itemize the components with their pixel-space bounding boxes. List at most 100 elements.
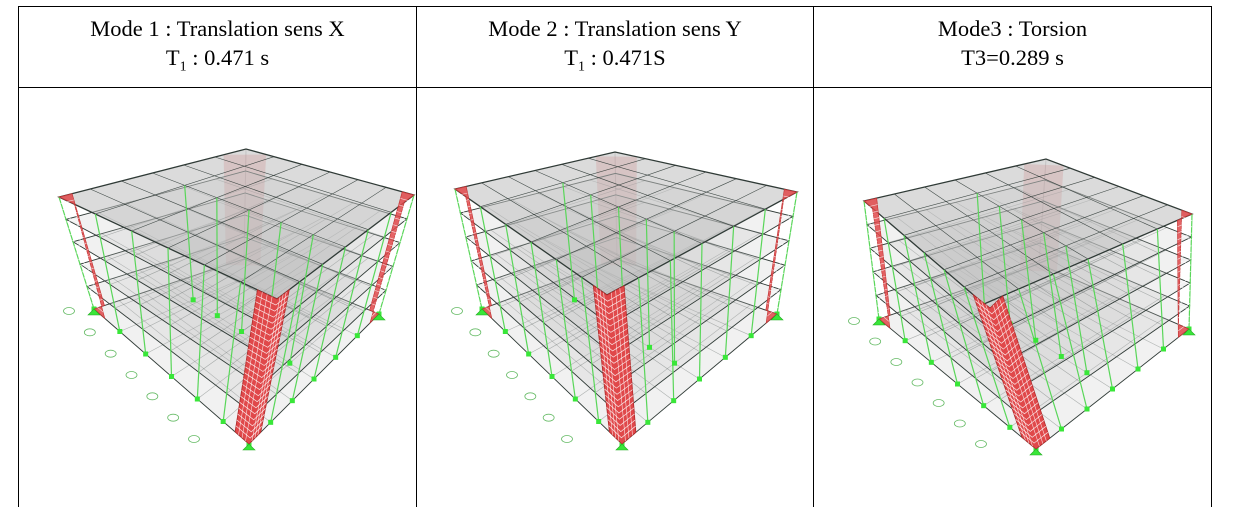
support-node xyxy=(1084,406,1090,412)
front-wall-mesh xyxy=(254,307,287,318)
front-wall-mesh xyxy=(246,360,276,372)
mode-2-title: Mode 2 : Translation sens Y xyxy=(488,16,742,41)
right-shear-wall-mesh xyxy=(1178,311,1190,325)
front-wall-mesh xyxy=(255,301,288,312)
right-shear-wall-mesh xyxy=(1177,305,1191,319)
left-shear-wall-mesh xyxy=(875,295,889,309)
right-shear-wall-mesh xyxy=(768,289,781,303)
left-shear-wall-mesh xyxy=(60,199,77,211)
support-node xyxy=(1058,354,1064,359)
right-shear-wall-mesh xyxy=(1177,254,1192,267)
right-shear-wall-mesh xyxy=(376,283,388,297)
table-border-top xyxy=(18,6,1212,7)
front-wall-mesh xyxy=(607,413,635,426)
front-wall-mesh xyxy=(1019,431,1049,444)
right-shear-wall-mesh xyxy=(385,250,398,263)
front-wall-mesh xyxy=(245,296,273,442)
front-wall-mesh xyxy=(603,376,632,389)
fixed-support xyxy=(372,313,386,321)
front-wall-mesh xyxy=(605,401,634,414)
left-shear-wall xyxy=(58,193,106,320)
grid-axis-bubble xyxy=(561,435,573,443)
front-wall-mesh xyxy=(252,319,284,330)
right-shear-wall xyxy=(369,191,415,325)
right-shear-wall-mesh xyxy=(1177,298,1191,312)
support-node xyxy=(572,396,578,402)
grid-axis-bubble xyxy=(63,307,75,315)
left-shear-wall-mesh xyxy=(473,272,485,285)
front-wall-mesh xyxy=(992,304,1040,447)
front-wall-mesh xyxy=(257,291,287,436)
front-wall-mesh xyxy=(604,388,633,401)
grid-axis-bubble xyxy=(869,337,882,346)
mode-2-period: T1 : 0.471S xyxy=(564,45,666,75)
right-shear-wall-mesh xyxy=(1177,241,1192,254)
right-shear-wall-mesh xyxy=(1177,267,1192,280)
support-node xyxy=(572,297,577,303)
fixed-support xyxy=(872,318,886,326)
support-node xyxy=(1135,366,1141,372)
right-shear-wall-mesh xyxy=(371,303,382,317)
fixed-support xyxy=(242,443,256,451)
left-shear-wall-mesh xyxy=(874,282,887,296)
column-line xyxy=(1065,245,1088,373)
front-wall-mesh xyxy=(981,301,1030,444)
front-wall-mesh xyxy=(606,407,635,420)
front-wall-mesh xyxy=(619,288,633,436)
mode-2-shape-image xyxy=(417,89,813,507)
front-wall-mesh xyxy=(1017,425,1047,438)
left-shear-wall-mesh xyxy=(475,278,487,292)
mode-3-title: Mode3 : Torsion xyxy=(937,16,1088,41)
front-wall-mesh xyxy=(247,348,278,360)
left-shear-wall-mesh xyxy=(877,308,890,322)
grid-axis-bubble xyxy=(125,371,138,379)
left-shear-wall-mesh xyxy=(470,258,482,272)
right-shear-wall-mesh xyxy=(1177,235,1193,247)
mode-1-shape-image xyxy=(19,89,416,507)
column-line xyxy=(923,252,959,385)
right-shear-wall-mesh xyxy=(1177,292,1191,306)
support-node xyxy=(672,360,677,366)
front-wall-mesh xyxy=(999,371,1029,385)
left-shear-wall-mesh xyxy=(865,210,879,222)
front-wall-mesh xyxy=(979,312,1009,327)
left-shear-wall-mesh xyxy=(466,239,478,251)
column-line xyxy=(196,264,205,400)
front-wall-mesh xyxy=(985,304,1033,447)
mode-3-building-model xyxy=(848,158,1196,456)
right-shear-wall-mesh xyxy=(1177,279,1191,293)
front-wall-mesh xyxy=(250,330,282,342)
front-wall-mesh xyxy=(1007,395,1037,409)
front-wall-mesh xyxy=(995,359,1025,374)
front-wall-mesh xyxy=(974,300,1005,315)
column-line xyxy=(976,193,986,308)
right-shear-wall-mesh xyxy=(774,249,788,262)
column-line xyxy=(94,213,121,332)
column-line xyxy=(335,229,369,358)
front-wall-mesh xyxy=(238,407,266,421)
right-shear-wall-mesh xyxy=(384,257,396,270)
grid-axis-bubble xyxy=(848,317,860,325)
front-wall-mesh xyxy=(605,395,634,408)
header-mode-3: Mode3 : Torsion T3=0.289 s xyxy=(814,7,1211,86)
column-line xyxy=(505,224,530,355)
front-wall-mesh xyxy=(249,336,281,348)
column-line xyxy=(562,182,576,300)
right-shear-wall-mesh xyxy=(771,269,785,283)
fixed-support xyxy=(615,443,629,451)
support-node xyxy=(214,313,220,319)
front-wall-mesh xyxy=(242,384,271,397)
column-line xyxy=(289,234,314,364)
front-wall-mesh xyxy=(1009,401,1039,415)
right-shear-wall-mesh xyxy=(777,229,792,241)
support-node xyxy=(526,351,532,357)
support-node xyxy=(1110,386,1115,392)
table-border-left xyxy=(18,6,19,507)
support-node xyxy=(1059,426,1064,432)
front-wall-mesh xyxy=(608,425,636,439)
left-shear-wall-mesh xyxy=(873,275,886,289)
front-wall-mesh xyxy=(981,318,1011,332)
front-wall-mesh xyxy=(246,354,277,366)
grid-axis-bubble xyxy=(953,419,966,428)
support-node xyxy=(333,354,339,360)
